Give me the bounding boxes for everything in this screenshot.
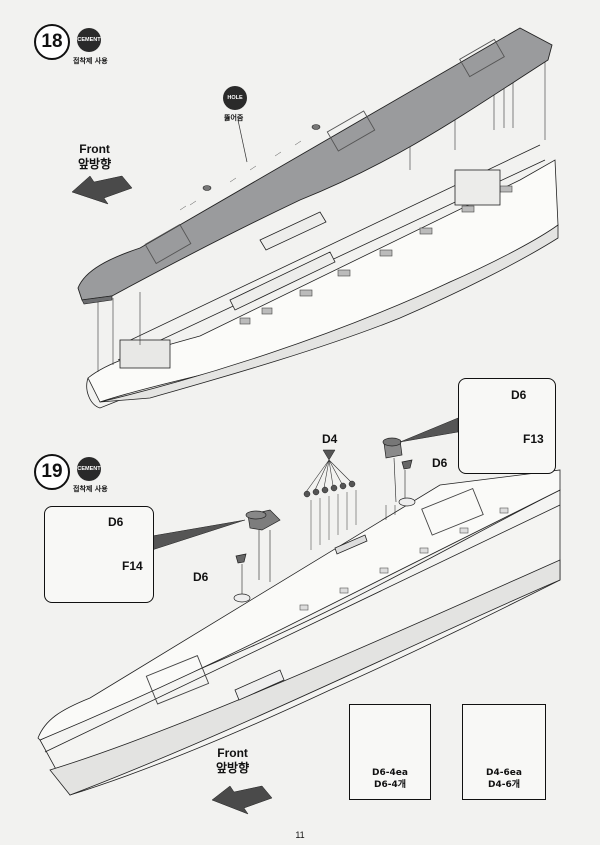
step18-cement-caption: 접착제 사용 (73, 57, 108, 65)
label-d6-f13-detail: D6 (511, 388, 527, 402)
step18-ship-hull (86, 144, 559, 409)
parts-box-d4-line2: D4-6개 (487, 780, 520, 790)
step19-front-arrow (211, 785, 273, 815)
page-number: 11 (295, 830, 305, 840)
step19-number: 19 (34, 454, 70, 490)
label-f14: F14 (122, 559, 143, 573)
step18-hole-caption: 뚫어줌 (224, 114, 244, 122)
step19-f13-assembly (382, 437, 416, 520)
step19-d4-pointer (303, 449, 357, 550)
step19-ship-hull (37, 469, 561, 796)
step19-front-en: Front (217, 746, 248, 760)
step18-front-en: Front (79, 142, 110, 156)
f13-detail-box (458, 378, 556, 474)
step19-front-ko: 앞방향 (216, 761, 250, 775)
parts-box-d4-line1: D4-6ea (486, 768, 522, 778)
step19-f14-assembly (233, 509, 281, 603)
label-d6-left: D6 (193, 570, 209, 584)
step19-cement-icon: CEMENT (77, 457, 101, 481)
label-d6-f14-detail: D6 (108, 515, 124, 529)
step19-front-label: Front 앞방향 (216, 746, 249, 776)
step18-front-ko: 앞방향 (78, 157, 112, 171)
step18-cement-icon: CEMENT (77, 28, 101, 52)
label-d6-right: D6 (432, 456, 448, 470)
label-f13: F13 (523, 432, 544, 446)
step18-front-label: Front 앞방향 (78, 142, 111, 172)
parts-box-d6-line1: D6-4ea (372, 768, 408, 778)
f14-detail-box (44, 506, 154, 603)
step18-number: 18 (34, 24, 70, 60)
parts-box-d4-caption: D4-6ea D4-6개 (463, 767, 545, 791)
parts-box-d6-caption: D6-4ea D6-4개 (350, 767, 430, 791)
label-d4: D4 (322, 432, 338, 446)
parts-box-d6-line2: D6-4개 (373, 780, 406, 790)
parts-box-d6: D6-4ea D6-4개 (349, 704, 431, 800)
step18-flight-deck (77, 27, 553, 305)
step18-front-arrow (71, 175, 133, 205)
parts-box-d4: D4-6ea D4-6개 (462, 704, 546, 800)
step19-cement-caption: 접착제 사용 (73, 485, 108, 493)
step18-hole-icon: HOLE (223, 86, 247, 110)
